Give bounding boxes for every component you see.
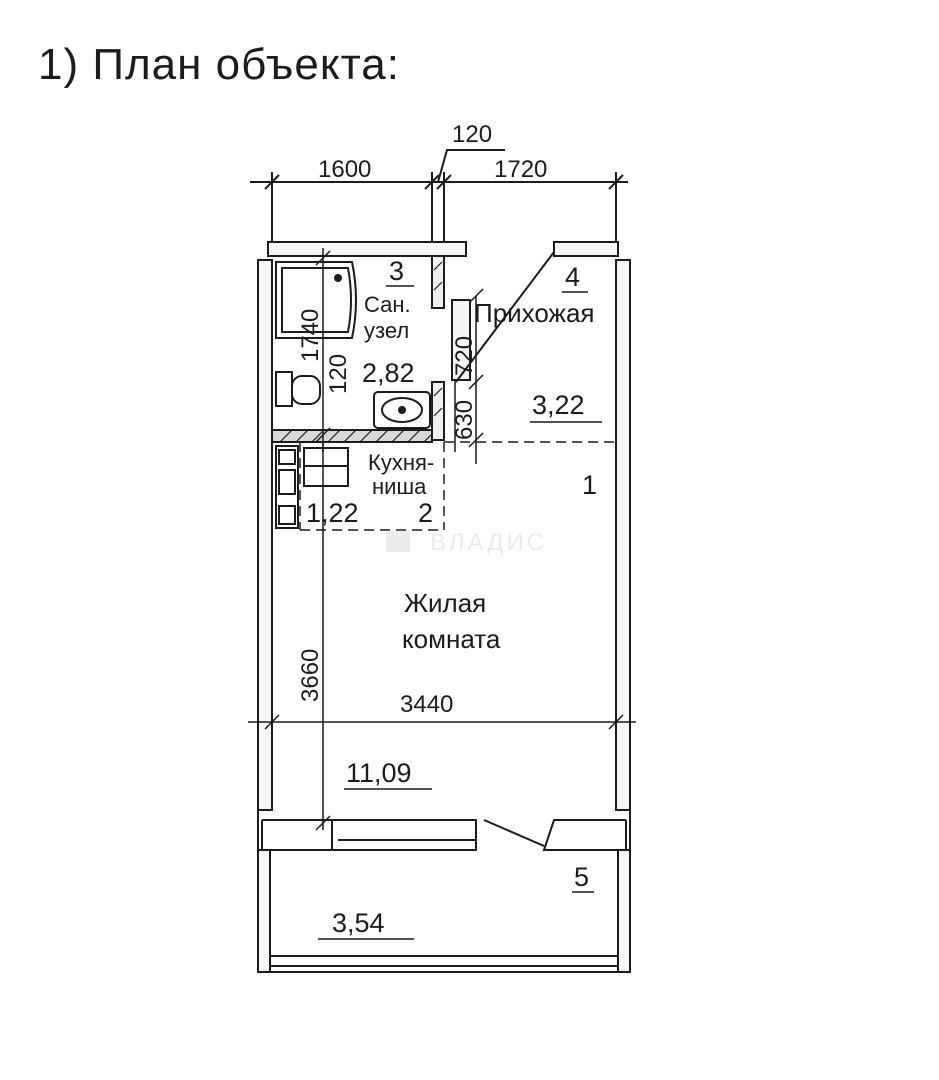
balcony-walls (257, 849, 631, 973)
watermark: ВЛАДИС (386, 529, 547, 556)
dim-sink-gap: 630 (451, 400, 478, 440)
room-area-kitchen: 1,22 (306, 498, 359, 528)
kitchen-counter (275, 445, 349, 529)
room-name-living-1: Жилая (404, 588, 486, 618)
entrance-door (451, 251, 555, 383)
room-area-bathroom: 2,82 (362, 358, 415, 388)
dimension-line-top (250, 149, 628, 245)
dim-wc-gap: 120 (325, 354, 352, 394)
room-name-living-2: комната (402, 624, 501, 654)
watermark-text: ВЛАДИС (430, 529, 547, 556)
bathtub-icon (275, 261, 357, 339)
room-area-balcony: 3,54 (332, 908, 385, 938)
dim-top-left: 1600 (318, 156, 371, 183)
room-area-living: 11,09 (346, 758, 412, 788)
dim-bath-height: 1740 (297, 309, 324, 362)
dim-room-width: 3440 (400, 691, 453, 718)
room-name-kitchen-2: ниша (372, 474, 427, 499)
zone-boundaries (299, 441, 616, 531)
room-name-kitchen-1: Кухня- (368, 450, 434, 475)
balcony-window (261, 819, 627, 851)
room-number-balcony: 5 (574, 862, 589, 892)
outer-walls (257, 241, 631, 851)
toilet-icon (275, 371, 321, 407)
room-name-bathroom-1: Сан. (364, 292, 411, 317)
dim-wall: 120 (452, 121, 492, 148)
page-title: 1) План объекта: (38, 40, 400, 89)
room-number-bathroom: 3 (389, 256, 404, 286)
sink-icon (373, 391, 431, 429)
room-name-hallway: Прихожая (474, 298, 594, 328)
room-name-bathroom-2: узел (364, 318, 409, 343)
dim-room-length: 3660 (297, 649, 324, 702)
partition-walls (271, 255, 445, 443)
room-number-kitchen: 2 (418, 498, 433, 528)
dim-door-width: 720 (451, 336, 478, 376)
room-number-hallway: 4 (565, 262, 580, 292)
room-number-living: 1 (582, 470, 597, 500)
dim-top-right: 1720 (494, 156, 547, 183)
room-area-hallway: 3,22 (532, 390, 585, 420)
area-underlines (318, 285, 602, 940)
